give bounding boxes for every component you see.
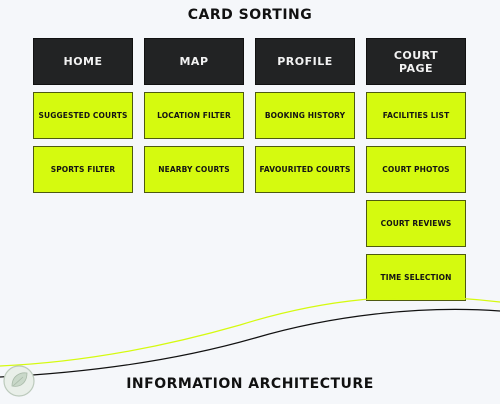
sort-card[interactable]: SPORTS FILTER bbox=[33, 146, 133, 193]
sort-card[interactable]: NEARBY COURTS bbox=[144, 146, 244, 193]
column-header-card[interactable]: COURT PAGE bbox=[366, 38, 466, 85]
sort-card[interactable]: FACILITIES LIST bbox=[366, 92, 466, 139]
wave-dark-line bbox=[0, 308, 500, 378]
sort-card[interactable]: BOOKING HISTORY bbox=[255, 92, 355, 139]
column-header-card[interactable]: MAP bbox=[144, 38, 244, 85]
sort-card[interactable]: SUGGESTED COURTS bbox=[33, 92, 133, 139]
sort-card[interactable]: TIME SELECTION bbox=[366, 254, 466, 301]
sort-card[interactable]: COURT REVIEWS bbox=[366, 200, 466, 247]
column-header-card[interactable]: PROFILE bbox=[255, 38, 355, 85]
sort-card[interactable]: FAVOURITED COURTS bbox=[255, 146, 355, 193]
page-title: CARD SORTING bbox=[187, 7, 313, 23]
wave-light-line bbox=[0, 296, 500, 367]
leaf-badge-icon bbox=[3, 365, 35, 397]
column-header-card[interactable]: HOME bbox=[33, 38, 133, 85]
footer-title: INFORMATION ARCHITECTURE bbox=[126, 376, 374, 392]
sort-card[interactable]: LOCATION FILTER bbox=[144, 92, 244, 139]
sort-card[interactable]: COURT PHOTOS bbox=[366, 146, 466, 193]
